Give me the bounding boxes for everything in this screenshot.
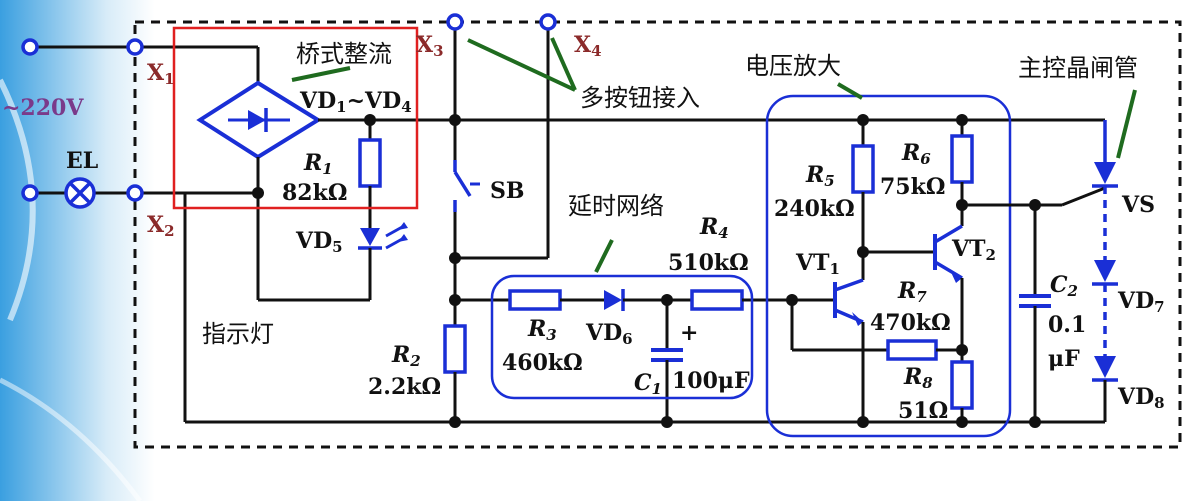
label-voltage-amp: 电压放大 xyxy=(745,52,841,80)
label-r2-value: 2.2kΩ xyxy=(368,374,441,400)
bridge-highlight-box xyxy=(172,26,419,210)
label-vd8: VD8 xyxy=(1117,384,1165,412)
callout-multi xyxy=(550,37,577,91)
label-r1-value: 82kΩ xyxy=(282,180,347,206)
label-mains: ~220V xyxy=(2,95,84,121)
label-r8-value: 51Ω xyxy=(898,398,948,424)
label-vd1-vd4: VD1~VD4 xyxy=(299,88,412,116)
label-vd6: VD6 xyxy=(585,320,633,348)
label-r6-value: 75kΩ xyxy=(880,174,945,200)
lamp-el xyxy=(64,177,96,209)
label-r2: R2 xyxy=(391,342,421,370)
label-sb: SB xyxy=(490,178,524,204)
transistor-vt1 xyxy=(833,278,864,326)
label-r4-value: 510kΩ xyxy=(668,250,749,276)
resistor-r6 xyxy=(950,134,974,184)
label-x1: X1 xyxy=(147,60,175,88)
label-x3: X3 xyxy=(416,32,444,60)
label-c2: C2 xyxy=(1050,272,1078,300)
label-lamp: EL xyxy=(66,148,98,174)
label-c2-unit: μF xyxy=(1048,346,1080,372)
label-r4: R4 xyxy=(699,214,729,242)
label-c2-value: 0.1 xyxy=(1048,312,1086,338)
label-r8: R8 xyxy=(903,364,933,392)
terminal-x1 xyxy=(126,38,144,56)
resistor-r1 xyxy=(358,138,382,188)
resistor-r2 xyxy=(443,324,467,374)
resistor-r7 xyxy=(886,339,938,361)
label-main-scr: 主控晶闸管 xyxy=(1018,54,1138,82)
terminal-x2 xyxy=(126,184,144,202)
resistor-r3 xyxy=(508,289,562,311)
switch-sb xyxy=(453,160,480,212)
callout-multi xyxy=(467,38,576,92)
label-r5: R5 xyxy=(805,162,835,190)
label-vd7: VD7 xyxy=(1117,288,1165,316)
enclosure-border xyxy=(133,20,1182,449)
callout-bridge xyxy=(291,66,351,82)
label-x2: X2 xyxy=(147,212,175,240)
voltage-amp-box xyxy=(765,94,1012,438)
label-r3-value: 460kΩ xyxy=(502,350,583,376)
label-multi-button: 多按钮接入 xyxy=(580,84,700,112)
label-vt1: VT1 xyxy=(795,250,840,278)
label-indicator: 指示灯 xyxy=(202,320,274,348)
transistor-vt2 xyxy=(933,224,963,283)
callout-scr xyxy=(1116,89,1137,159)
terminal-l xyxy=(21,38,39,56)
label-vd5: VD5 xyxy=(295,228,343,256)
label-r6: R6 xyxy=(901,140,931,168)
terminal-x3 xyxy=(446,13,464,31)
resistor-r4 xyxy=(690,289,744,311)
label-r3: R3 xyxy=(527,316,557,344)
resistor-r8 xyxy=(950,360,974,410)
label-c1: C1 xyxy=(634,370,662,398)
label-c1-value: 100μF xyxy=(672,368,750,394)
label-vs: VS xyxy=(1121,192,1155,218)
delay-network-box xyxy=(490,274,754,400)
label-x4: X4 xyxy=(574,32,602,60)
label-r5-value: 240kΩ xyxy=(774,196,855,222)
callout-amp xyxy=(836,82,864,100)
label-c1-plus: + xyxy=(680,320,698,346)
label-vt2: VT2 xyxy=(951,236,996,264)
resistor-r5 xyxy=(851,144,875,194)
callout-delay xyxy=(594,239,614,273)
label-delay-net: 延时网络 xyxy=(568,192,664,220)
bg-swoosh xyxy=(0,377,143,501)
terminal-x4 xyxy=(539,13,557,31)
label-r7: R7 xyxy=(897,278,927,306)
label-bridge-title: 桥式整流 xyxy=(296,40,392,68)
label-r1: R1 xyxy=(303,150,333,178)
terminal-n xyxy=(21,184,39,202)
label-r7-value: 470kΩ xyxy=(870,310,951,336)
